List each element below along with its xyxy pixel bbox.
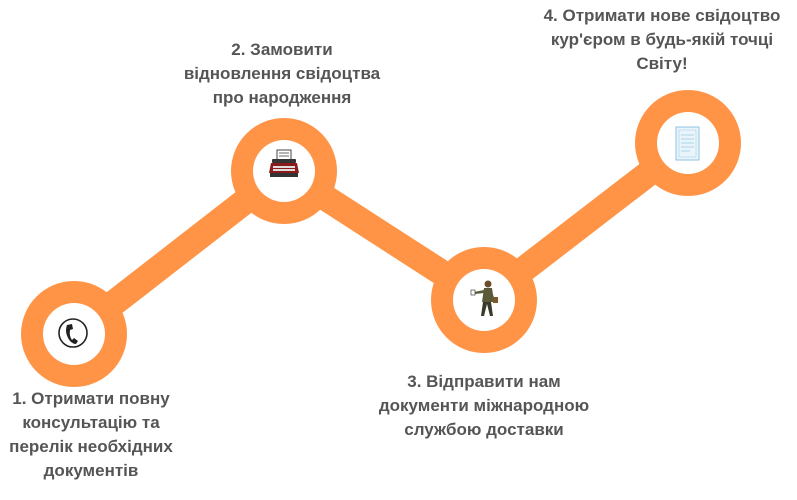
step-4-label: 4. Отримати нове свідоцтво кур'єром в бу… xyxy=(528,4,796,76)
step-4-line-2: кур'єром в будь-якій точці xyxy=(550,30,774,49)
step-2-node xyxy=(231,118,337,224)
courier-icon xyxy=(470,280,498,316)
step-3-node xyxy=(431,247,537,353)
step-1-label: 1. Отримати повну консультацію та перелі… xyxy=(0,387,182,483)
step-3-line-2: документи міжнародною xyxy=(378,396,590,415)
typewriter-icon xyxy=(269,149,299,177)
step-3-line-1: 3. Відправити нам xyxy=(407,372,561,391)
step-3-line-3: службою доставки xyxy=(404,420,564,439)
step-1-icon-bg xyxy=(43,303,105,365)
step-4-node xyxy=(635,90,741,196)
step-2-label: 2. Замовити відновлення свідоцтва про на… xyxy=(170,38,394,110)
step-2-line-2: відновлення свідоцтва xyxy=(183,64,381,83)
step-1-line-1: 1. Отримати повну xyxy=(12,389,170,408)
step-2-line-3: про народження xyxy=(212,88,352,107)
certificate-icon xyxy=(675,126,700,161)
step-1-line-4: документів xyxy=(43,461,139,480)
step-1-line-2: консультацію та xyxy=(22,413,160,432)
step-2-line-1: 2. Замовити xyxy=(231,40,333,59)
step-4-line-1: 4. Отримати нове свідоцтво xyxy=(543,6,781,25)
connectors xyxy=(66,132,696,345)
step-1-node xyxy=(21,281,127,387)
step-4-line-3: Світу! xyxy=(636,54,688,73)
step-3-label: 3. Відправити нам документи міжнародною … xyxy=(362,370,606,442)
step-1-line-3: перелік необхідних xyxy=(9,437,173,456)
phone-icon xyxy=(58,318,88,348)
